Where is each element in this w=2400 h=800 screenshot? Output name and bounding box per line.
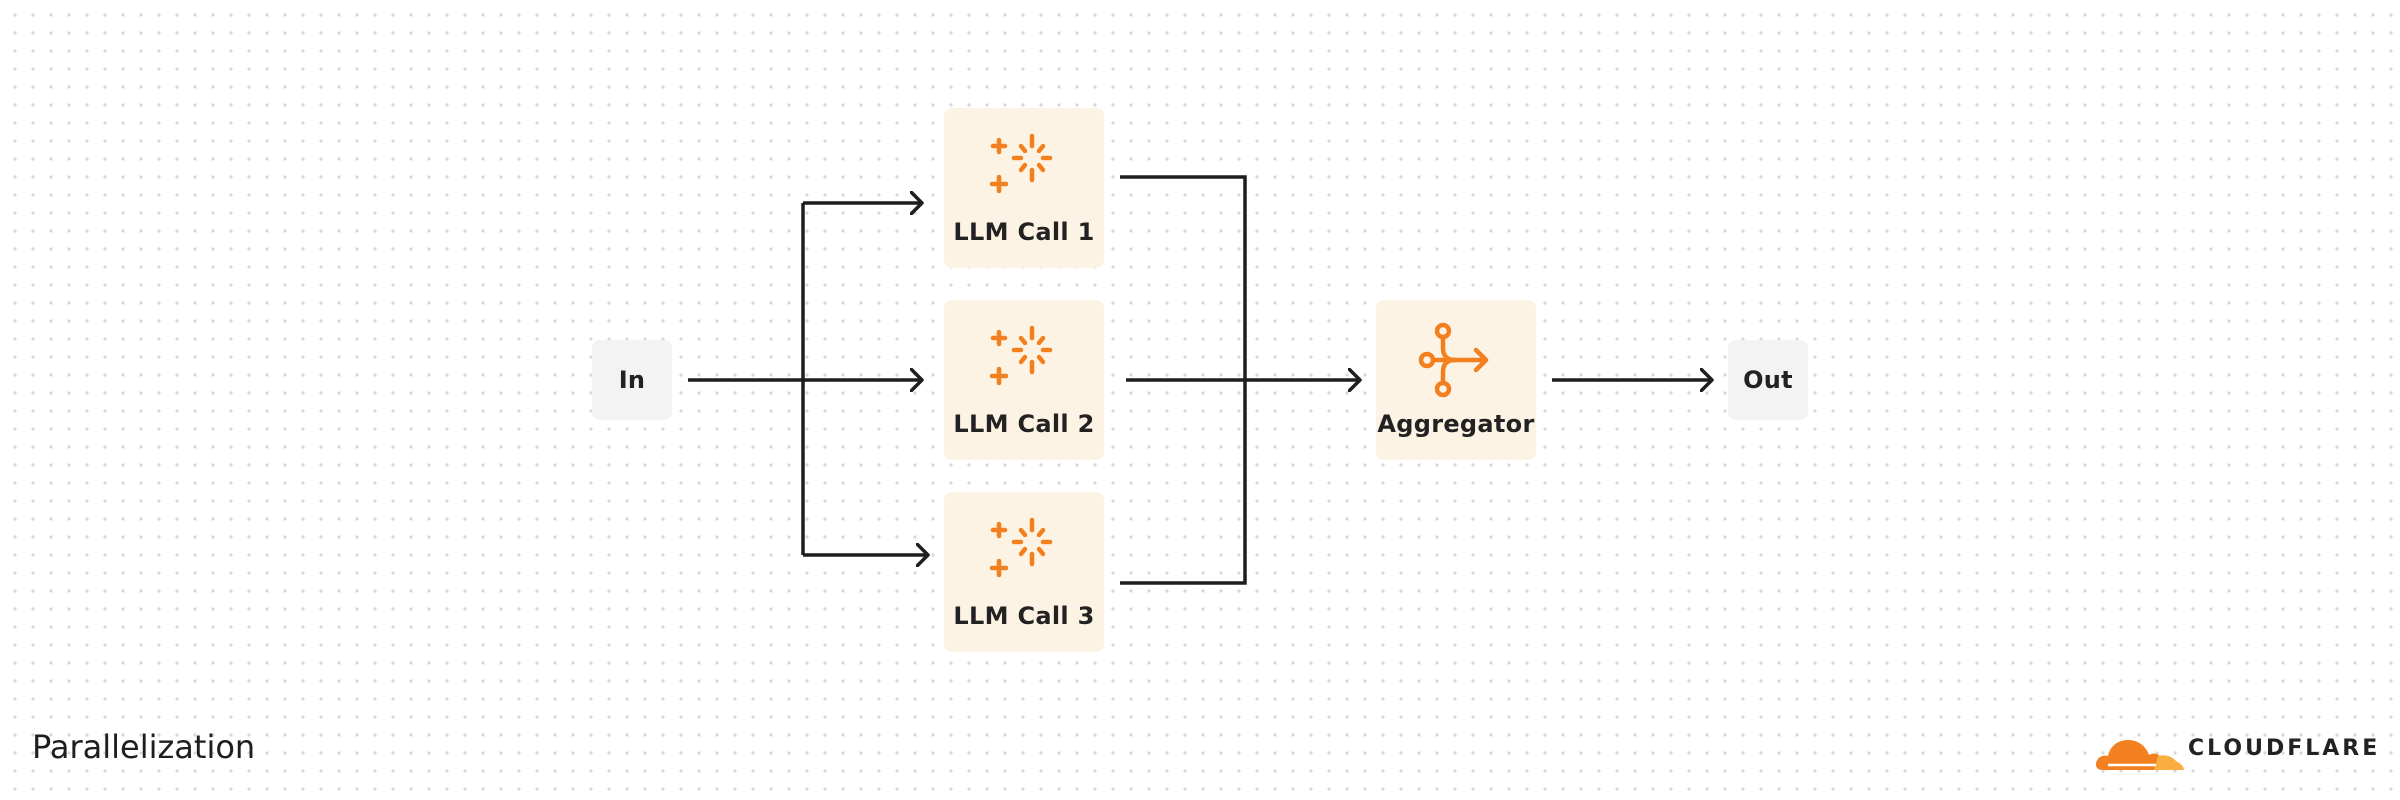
llm-call-2-node: LLM Call 2 (944, 300, 1104, 460)
cloudflare-logo: CLOUDFLARE (2094, 726, 2380, 774)
logo-wordmark: CLOUDFLARE (2188, 736, 2381, 761)
sparkle-icon (989, 517, 1053, 578)
diagram-title: Parallelization (32, 728, 256, 766)
llm-call-3-label: LLM Call 3 (953, 602, 1095, 630)
cloud-icon (2095, 740, 2184, 770)
aggregator-node: Aggregator (1376, 300, 1536, 460)
llm-call-1-label: LLM Call 1 (953, 218, 1095, 246)
sparkle-icon (989, 325, 1053, 386)
output-node: Out (1728, 340, 1808, 420)
input-node: In (592, 340, 672, 420)
output-node-label: Out (1743, 366, 1793, 394)
llm-call-1-node: LLM Call 1 (944, 108, 1104, 268)
merge-icon (1418, 322, 1489, 398)
llm-call-3-node: LLM Call 3 (944, 492, 1104, 652)
sparkle-icon (989, 133, 1053, 194)
aggregator-label: Aggregator (1377, 410, 1535, 438)
input-node-label: In (618, 366, 646, 394)
llm-call-2-label: LLM Call 2 (953, 410, 1095, 438)
